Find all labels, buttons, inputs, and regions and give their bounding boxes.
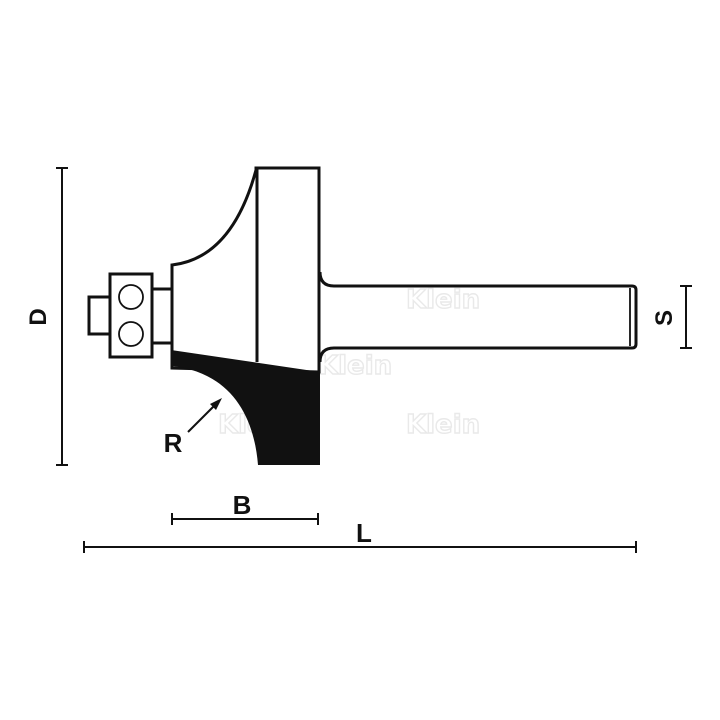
watermark: Klein (318, 351, 392, 381)
dimension-s (680, 285, 692, 349)
bearing (108, 272, 154, 359)
dimension-l (83, 541, 637, 553)
bearing-ball-icon (118, 321, 144, 347)
shank (318, 271, 638, 363)
bearing-ball-icon (118, 284, 144, 310)
dimension-d-label: D (25, 308, 52, 325)
dimension-b-label: B (233, 490, 252, 520)
bearing-connector (152, 287, 172, 345)
dimension-r-label: R (164, 428, 183, 458)
carbide-tip (171, 350, 320, 465)
bearing-screw (87, 295, 112, 336)
watermark: Klein (406, 285, 480, 315)
dimension-l-label: L (356, 518, 372, 548)
dimension-b (171, 513, 319, 525)
dimension-r-arrow (187, 398, 222, 433)
dimension-d (56, 167, 68, 466)
watermark: Klein (406, 410, 480, 440)
dimension-s-label: S (651, 310, 678, 326)
cutter-body (170, 166, 321, 374)
